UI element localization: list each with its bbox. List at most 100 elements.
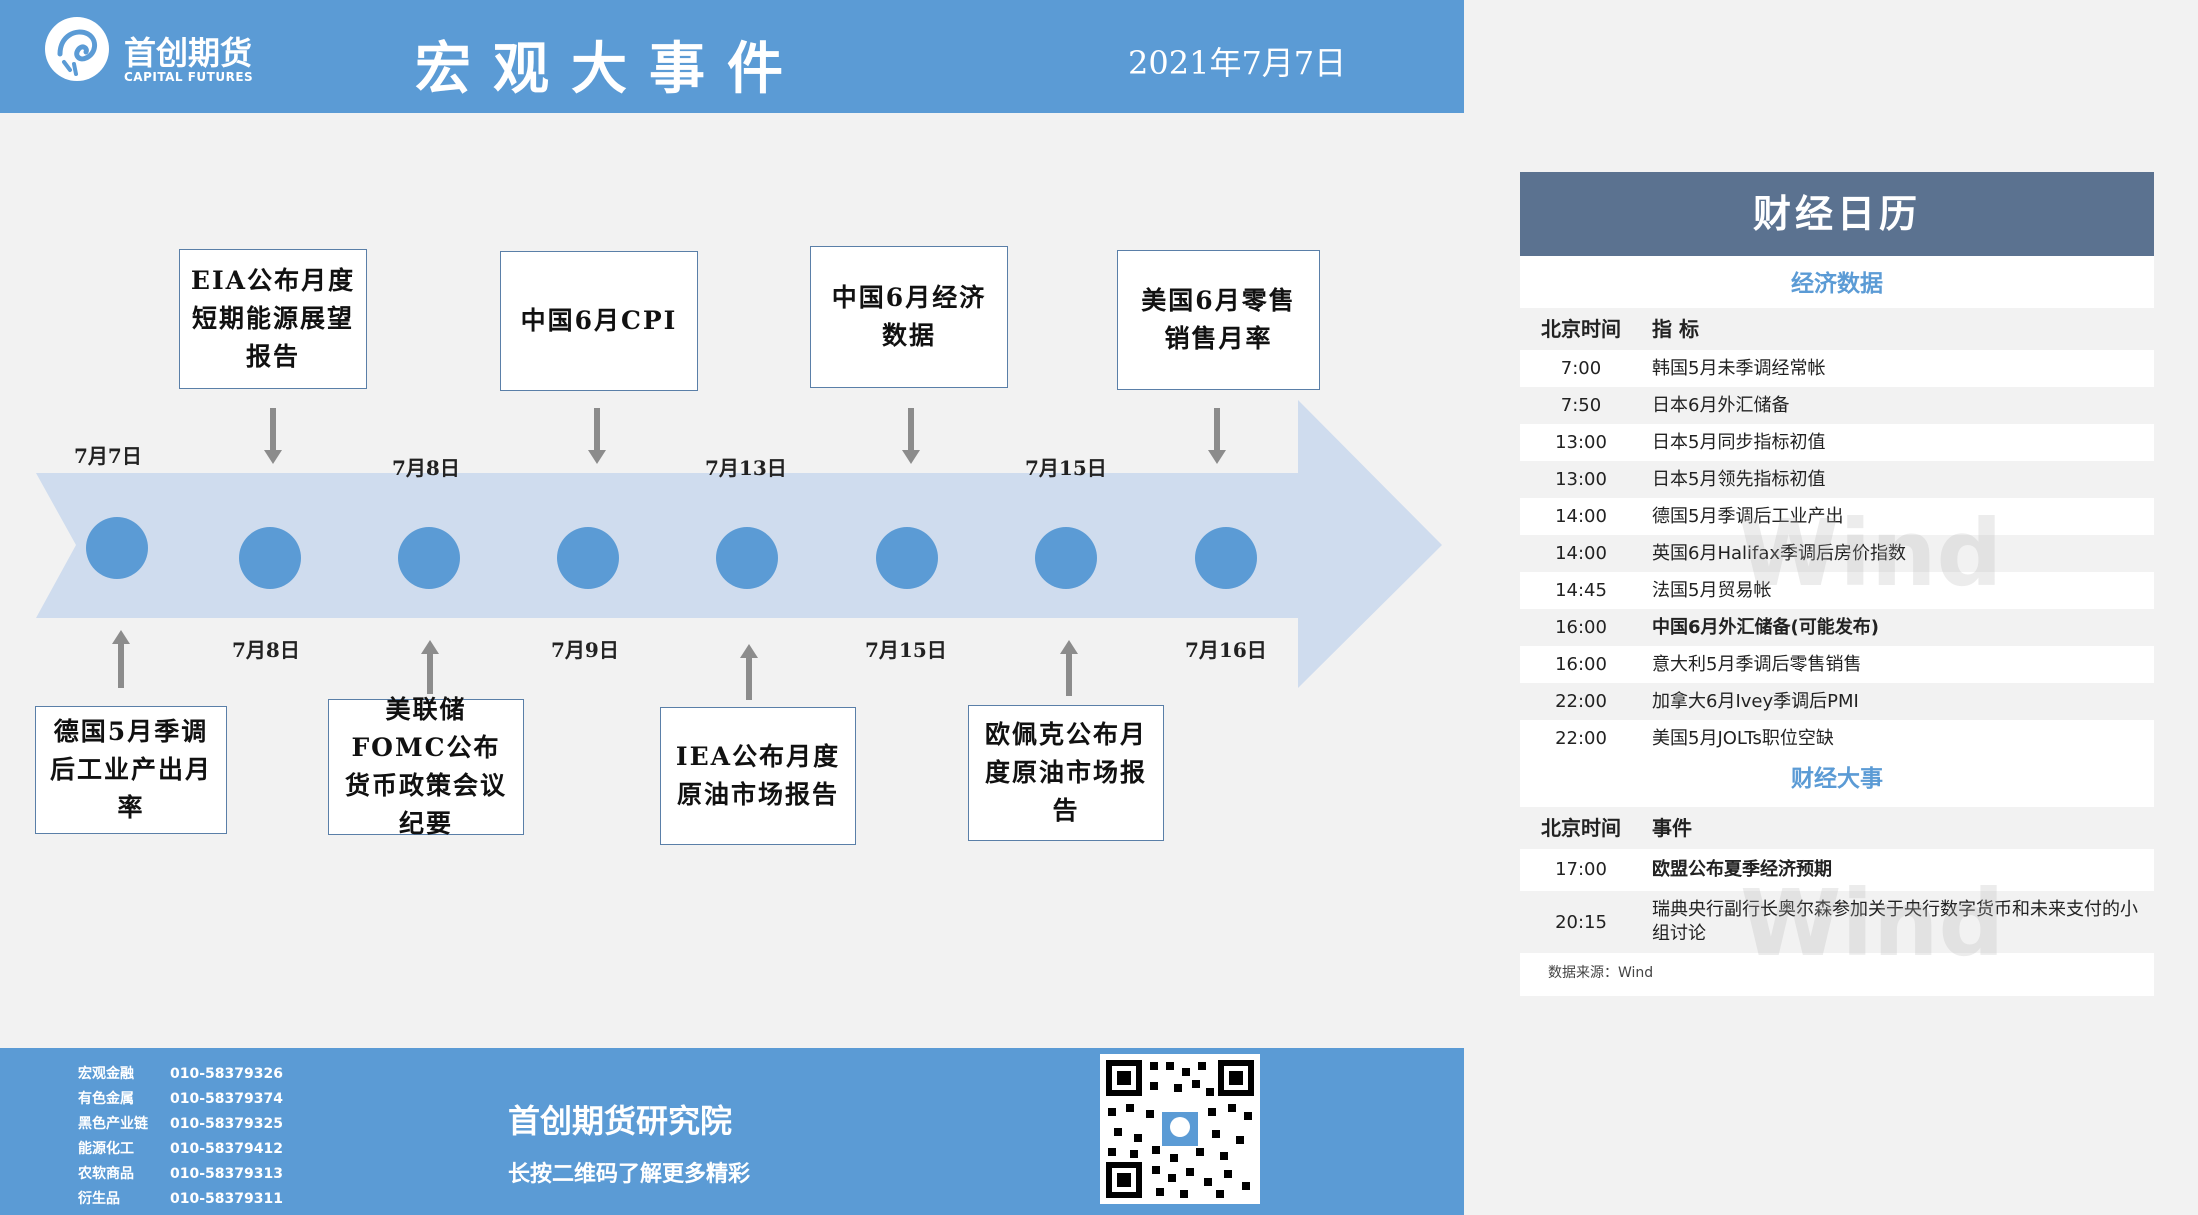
institute-name: 首创期货研究院 <box>508 1102 733 1140</box>
footer-bar: 宏观金融 010-58379326 有色金属 010-58379374 黑色产业链 0… <box>0 1048 1464 1215</box>
arrow-up-icon <box>1060 640 1078 696</box>
table-row: 16:00 中国6月外汇储备(可能发布) <box>1520 609 2154 646</box>
event-box: 德国5月季调后工业产出月率 <box>35 706 227 834</box>
event-box: EIA公布月度短期能源展望报告 <box>179 249 367 389</box>
row-event: 中国6月外汇储备(可能发布) <box>1652 617 1879 638</box>
table-row: 16:00 意大利5月季调后零售销售 <box>1520 646 2154 683</box>
date-label: 7月15日 <box>1025 456 1107 480</box>
row-time: 16:00 <box>1555 617 1607 638</box>
row-event: 英国6月Halifax季调后房价指数 <box>1652 543 1907 564</box>
row-event: 法国5月贸易帐 <box>1652 580 1772 601</box>
contact-name: 黑色产业链 <box>78 1116 148 1132</box>
col-time-header: 北京时间 <box>1541 816 1621 840</box>
arrow-down-icon <box>264 408 282 464</box>
row-time: 13:00 <box>1555 432 1607 453</box>
date-label: 7月8日 <box>232 638 300 662</box>
row-time: 20:15 <box>1555 911 1607 933</box>
row-time: 14:00 <box>1555 506 1607 527</box>
event-box: 欧佩克公布月度原油市场报告 <box>968 705 1164 841</box>
contact-name: 能源化工 <box>78 1141 134 1157</box>
row-event: 加拿大6月Ivey季调后PMI <box>1652 691 1859 712</box>
timeline-node <box>1195 527 1257 589</box>
timeline-node <box>1035 527 1097 589</box>
event-text: IEA公布月度原油市场报告 <box>675 742 841 809</box>
logo-text: 首创期货 <box>124 34 253 72</box>
calendar-title: 财经日历 <box>1520 172 2154 256</box>
watermark: Wind <box>1740 870 2005 977</box>
event-box: 中国6月经济数据 <box>810 246 1008 388</box>
contact-phone: 010-58379325 <box>170 1116 283 1132</box>
event-text: 德国5月季调后工业产出月率 <box>49 717 212 822</box>
report-date: 2021年7月7日 <box>1128 44 1347 82</box>
row-time: 7:50 <box>1560 395 1602 416</box>
row-event: 美国5月JOLTs职位空缺 <box>1652 728 1834 749</box>
row-event: 日本5月同步指标初值 <box>1652 432 1826 453</box>
qr-code-icon[interactable] <box>1100 1054 1260 1204</box>
event-text: 美联储FOMC公布货币政策会议纪要 <box>344 695 507 838</box>
table-header: 北京时间 事件 <box>1520 807 2154 849</box>
col-indicator-header: 指 标 <box>1652 317 1699 341</box>
timeline-node <box>398 527 460 589</box>
contact-row: 黑色产业链 010-58379325 <box>78 1112 283 1137</box>
row-event: 瑞典央行副行长奥尔森参加关于央行数字货币和未来支付的小组讨论 <box>1652 899 2138 944</box>
arrow-down-icon <box>902 408 920 464</box>
event-text: 美国6月零售销售月率 <box>1141 286 1296 353</box>
arrow-up-icon <box>740 644 758 700</box>
contact-list: 宏观金融 010-58379326 有色金属 010-58379374 黑色产业链 0… <box>78 1062 283 1212</box>
row-time: 13:00 <box>1555 469 1607 490</box>
row-time: 16:00 <box>1555 654 1607 675</box>
contact-name: 宏观金融 <box>78 1066 134 1082</box>
event-box: 美国6月零售销售月率 <box>1117 250 1320 390</box>
table-row: 20:15 瑞典央行副行长奥尔森参加关于央行数字货币和未来支付的小组讨论 <box>1520 891 2154 953</box>
contact-phone: 010-58379374 <box>170 1091 283 1107</box>
event-text: 中国6月经济数据 <box>831 283 987 350</box>
contact-phone: 010-58379313 <box>170 1166 283 1182</box>
contact-phone: 010-58379412 <box>170 1141 283 1157</box>
row-event: 意大利5月季调后零售销售 <box>1652 654 1862 675</box>
table-row: 7:50 日本6月外汇储备 <box>1520 387 2154 424</box>
date-label: 7月7日 <box>74 444 142 468</box>
event-box: 中国6月CPI <box>500 251 698 391</box>
timeline-node <box>716 527 778 589</box>
data-source: 数据来源：Wind <box>1548 965 1654 981</box>
row-event: 日本5月领先指标初值 <box>1652 469 1826 490</box>
logo-text-en: CAPITAL FUTURES <box>124 70 254 84</box>
contact-phone: 010-58379326 <box>170 1066 283 1082</box>
arrow-down-icon <box>588 408 606 464</box>
row-event: 韩国5月未季调经常帐 <box>1652 358 1826 379</box>
arrow-down-icon <box>1208 408 1226 464</box>
header-bar: 首创期货 CAPITAL FUTURES 宏观大事件 2021年7月7日 <box>0 0 1464 113</box>
logo-icon <box>45 17 109 81</box>
event-box: 美联储FOMC公布货币政策会议纪要 <box>328 695 524 838</box>
timeline-node <box>86 517 148 579</box>
arrow-up-icon <box>421 640 439 694</box>
row-time: 17:00 <box>1555 859 1607 880</box>
contact-row: 宏观金融 010-58379326 <box>78 1062 283 1087</box>
row-time: 14:45 <box>1555 580 1607 601</box>
row-event: 日本6月外汇储备 <box>1652 395 1790 416</box>
watermark: Wind <box>1738 500 2003 607</box>
date-label: 7月8日 <box>392 456 460 480</box>
table-row: 14:00 英国6月Halifax季调后房价指数 <box>1520 535 2154 572</box>
row-time: 14:00 <box>1555 543 1607 564</box>
contact-name: 衍生品 <box>78 1191 120 1207</box>
section-finance-events: 财经大事 <box>1791 766 1883 792</box>
institute-subtitle: 长按二维码了解更多精彩 <box>508 1162 751 1187</box>
contact-name: 有色金属 <box>78 1091 134 1107</box>
timeline-node <box>557 527 619 589</box>
table-header: 北京时间 指 标 <box>1520 308 2154 350</box>
section-econ-data: 经济数据 <box>1791 271 1883 297</box>
date-label: 7月15日 <box>865 638 947 662</box>
table-row: 14:45 法国5月贸易帐 <box>1520 572 2154 609</box>
contact-row: 有色金属 010-58379374 <box>78 1087 283 1112</box>
table-row: 13:00 日本5月领先指标初值 <box>1520 461 2154 498</box>
col-event-header: 事件 <box>1652 816 1692 840</box>
page-title: 宏观大事件 <box>415 36 805 102</box>
